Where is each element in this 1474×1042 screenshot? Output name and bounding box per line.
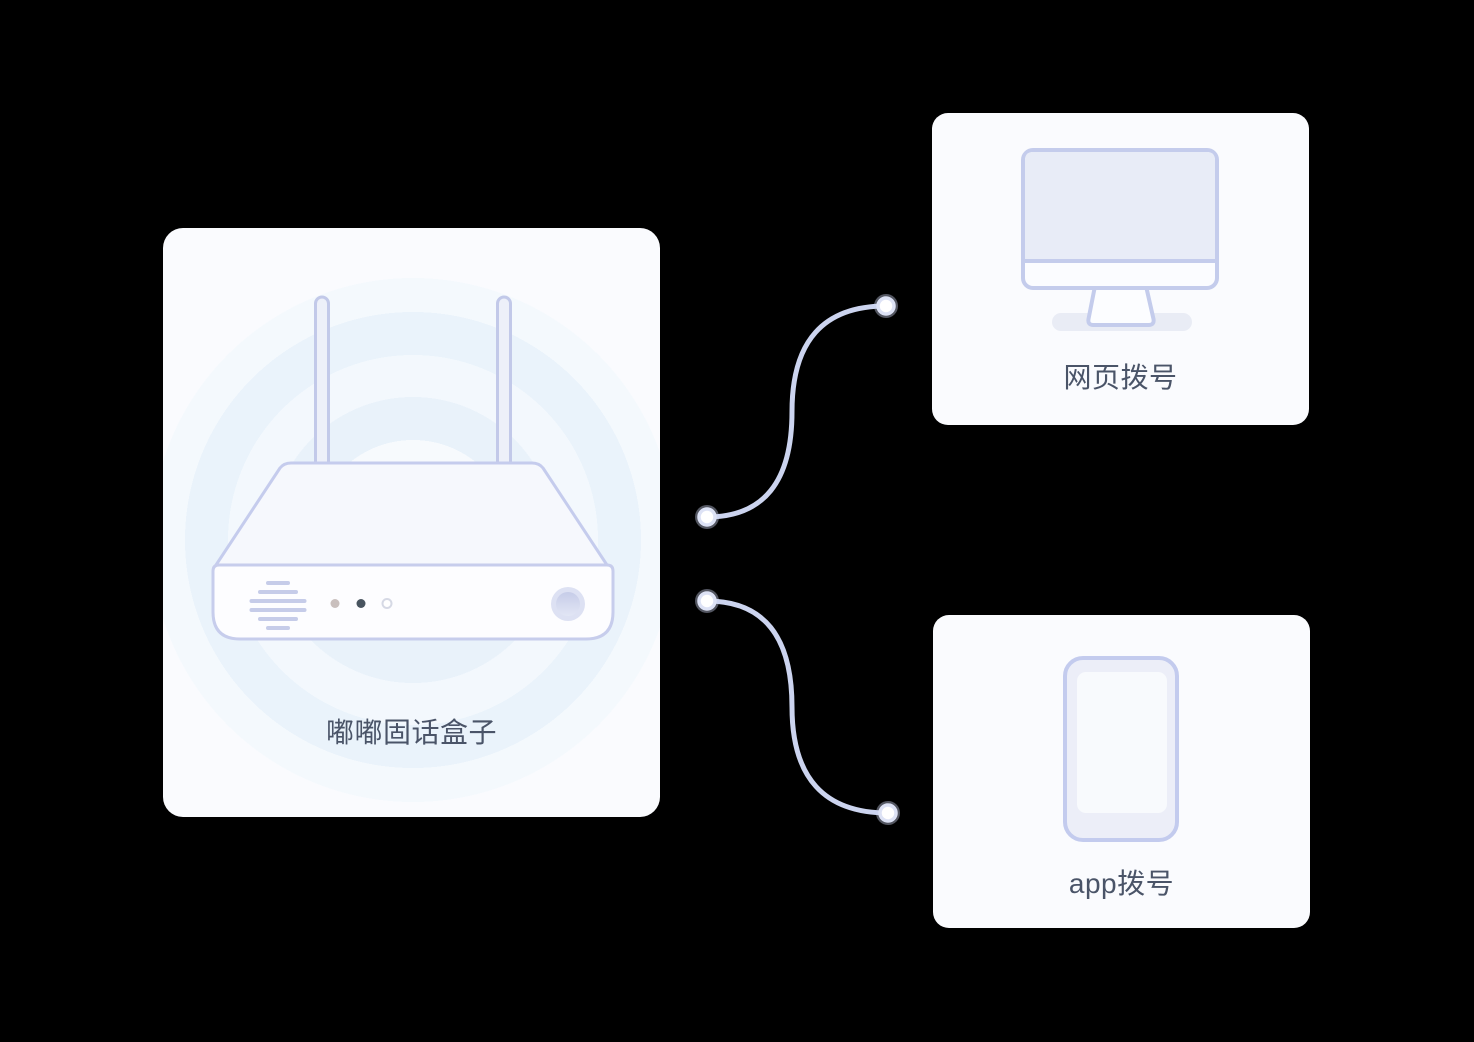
device-card-label: 嘟嘟固话盒子 bbox=[325, 717, 497, 748]
device-card: 嘟嘟固话盒子 bbox=[163, 228, 660, 817]
phone-screen bbox=[1077, 672, 1167, 813]
web-dial-card: 网页拨号 bbox=[932, 113, 1309, 425]
router-antennas bbox=[314, 295, 512, 471]
router-base bbox=[211, 563, 615, 641]
monitor-screen bbox=[1025, 152, 1215, 259]
router-power-button bbox=[551, 587, 585, 621]
wireless-router-icon bbox=[211, 295, 615, 641]
web-dial-card-label: 网页拨号 bbox=[1063, 362, 1178, 393]
app-dial-card-label: app拨号 bbox=[1068, 868, 1175, 899]
smartphone-icon bbox=[1063, 656, 1179, 842]
monitor-stand bbox=[1086, 284, 1156, 327]
led-indicators bbox=[330, 598, 393, 609]
router-top-body bbox=[214, 461, 609, 567]
app-dial-card: app拨号 bbox=[933, 615, 1310, 928]
speaker-grille-icon bbox=[249, 581, 307, 630]
desktop-monitor-icon bbox=[1021, 148, 1219, 331]
